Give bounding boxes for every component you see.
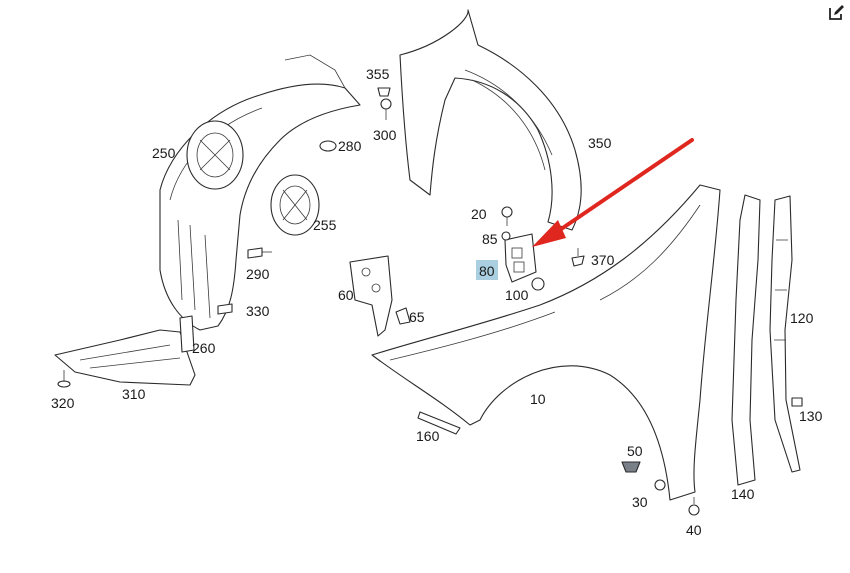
label-290: 290 <box>246 266 270 282</box>
highlight-80 <box>476 260 498 280</box>
red-arrow <box>532 138 694 247</box>
clip-370 <box>571 248 585 267</box>
bracket-60 <box>349 255 393 337</box>
label-50: 50 <box>627 443 643 459</box>
clip-355 <box>377 87 391 97</box>
fender-10 <box>371 184 721 501</box>
label-10: 10 <box>530 391 546 407</box>
label-80: 80 <box>479 263 495 279</box>
label-85: 85 <box>482 231 498 247</box>
label-20: 20 <box>471 206 487 222</box>
strip-160 <box>417 411 461 435</box>
nut-100 <box>531 277 545 291</box>
bolt-300 <box>380 98 392 120</box>
clip-65 <box>395 307 411 325</box>
label-130: 130 <box>799 408 823 424</box>
label-140: 140 <box>731 486 755 502</box>
label-310: 310 <box>122 386 146 402</box>
label-250: 250 <box>152 145 176 161</box>
plug-50 <box>621 461 641 473</box>
seal-140 <box>731 194 761 486</box>
bracket-260 <box>179 315 195 353</box>
wheel-arch-liner-250 <box>159 54 361 331</box>
bolt-40 <box>688 497 700 516</box>
label-355: 355 <box>366 66 390 82</box>
clip-280 <box>319 140 337 152</box>
label-100: 100 <box>505 287 529 303</box>
label-255: 255 <box>313 217 337 233</box>
label-30: 30 <box>632 494 648 510</box>
access-cover-large <box>186 120 244 190</box>
label-260: 260 <box>192 340 216 356</box>
bolt-130 <box>791 397 803 407</box>
label-160: 160 <box>416 428 440 444</box>
label-40: 40 <box>686 522 702 538</box>
label-320: 320 <box>51 395 75 411</box>
screw-290 <box>247 247 272 259</box>
lower-liner-310 <box>54 329 196 386</box>
bracket-80 <box>504 233 537 283</box>
screw-20 <box>501 206 513 226</box>
nut-85 <box>501 231 511 241</box>
access-cover-255 <box>270 174 320 236</box>
bolt-320 <box>57 370 71 388</box>
label-330: 330 <box>246 303 270 319</box>
label-65: 65 <box>409 309 425 325</box>
edit-button[interactable] <box>822 0 850 26</box>
label-350: 350 <box>588 135 612 151</box>
label-300: 300 <box>373 127 397 143</box>
screw-30 <box>654 479 666 491</box>
label-370: 370 <box>591 252 615 268</box>
strip-120 <box>769 195 801 473</box>
screw-330 <box>217 303 233 315</box>
edit-icon <box>829 5 844 20</box>
wheel-arch-liner-350 <box>399 9 582 231</box>
label-60: 60 <box>338 287 354 303</box>
label-120: 120 <box>790 310 814 326</box>
label-280: 280 <box>338 138 362 154</box>
